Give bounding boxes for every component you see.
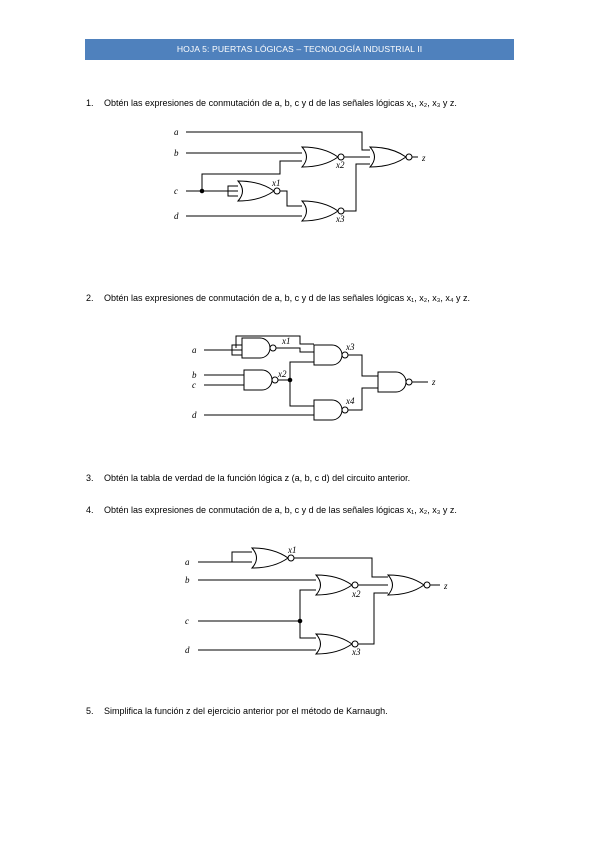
c2-label-x4: x4 [345, 396, 355, 406]
question-4: 4.Obtén las expresiones de conmutación d… [86, 505, 457, 515]
c3-label-z: z [443, 581, 448, 591]
c2-label-x3: x3 [345, 342, 355, 352]
question-3: 3.Obtén la tabla de verdad de la función… [86, 473, 411, 483]
c1-label-a: a [174, 127, 179, 137]
c2-label-x1: x1 [281, 336, 291, 346]
c3-label-d: d [185, 645, 190, 655]
c2-label-b: b [192, 370, 197, 380]
circuit-1: a b c d x1 x2 x3 z [174, 127, 426, 224]
c1-label-c: c [174, 186, 178, 196]
c2-label-z: z [431, 377, 436, 387]
c2-label-d: d [192, 410, 197, 420]
c2-label-x2: x2 [277, 369, 287, 379]
question-5: 5.Simplifica la función z del ejercicio … [86, 706, 388, 716]
c1-label-x2: x2 [335, 160, 345, 170]
c2-label-a: a [192, 345, 197, 355]
c3-label-x2: x2 [351, 589, 361, 599]
c1-label-x1: x1 [271, 178, 281, 188]
c3-label-b: b [185, 575, 190, 585]
c3-label-a: a [185, 557, 190, 567]
c1-label-x3: x3 [335, 214, 345, 224]
c3-label-x1: x1 [287, 545, 297, 555]
c3-label-x3: x3 [351, 647, 361, 657]
c1-label-z: z [421, 153, 426, 163]
c3-label-c: c [185, 616, 189, 626]
question-2: 2.Obtén las expresiones de conmutación d… [86, 293, 471, 303]
circuit-3: a b c d x1 x2 x3 z [185, 545, 448, 657]
page-header: HOJA 5: PUERTAS LÓGICAS – TECNOLOGÍA IND… [85, 39, 514, 60]
c1-label-b: b [174, 148, 179, 158]
question-1: 1.Obtén las expresiones de conmutación d… [86, 98, 457, 108]
c1-label-d: d [174, 211, 179, 221]
circuit-2: a b c d x1 x2 x3 x4 z [192, 335, 436, 421]
c2-label-c: c [192, 380, 196, 390]
